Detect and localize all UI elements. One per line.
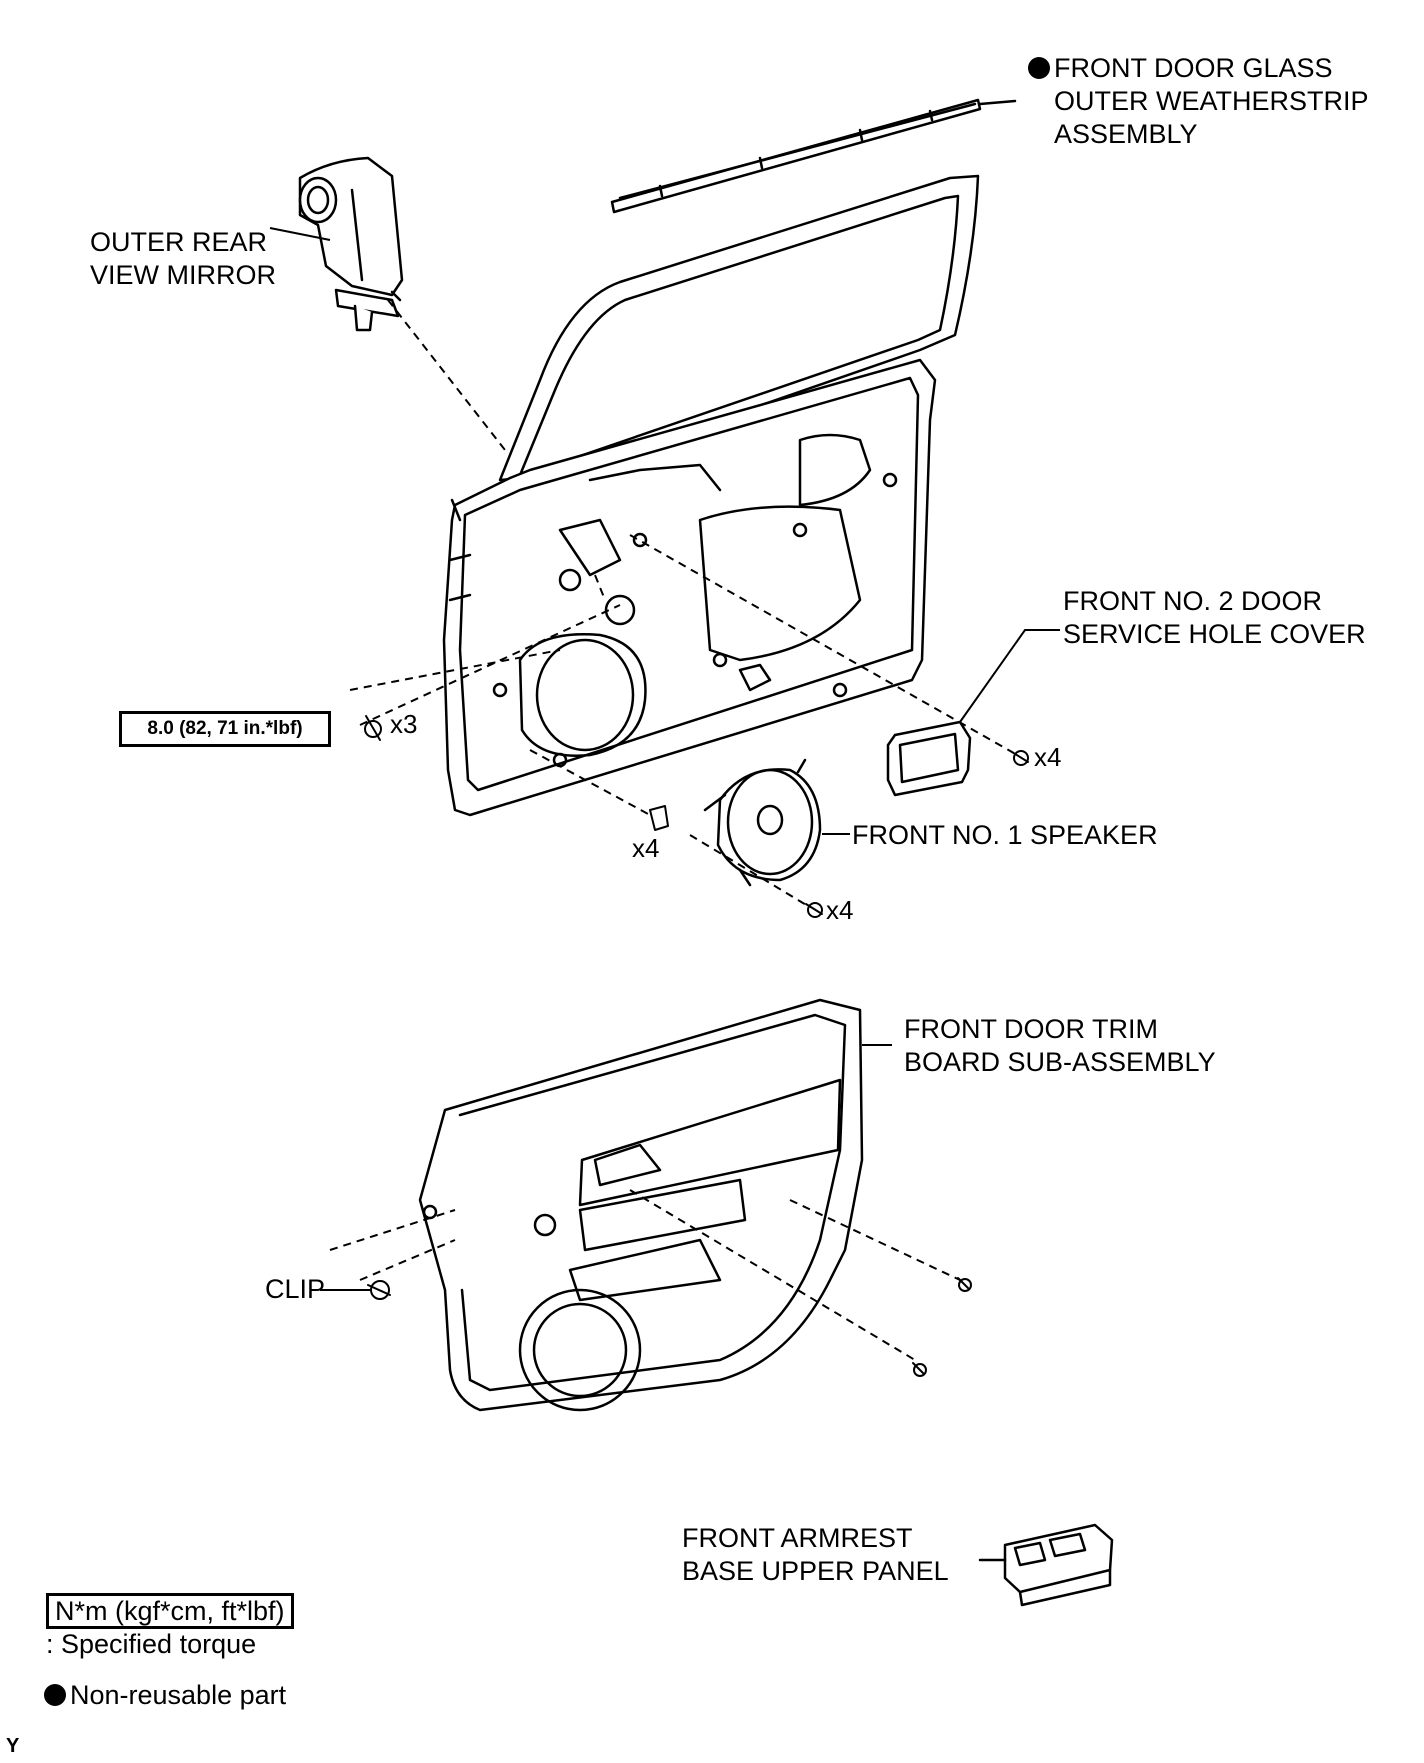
nonreusable-legend: Non-reusable part <box>44 1646 286 1712</box>
door-panel-part <box>442 174 980 817</box>
torque-legend: N*m (kgf*cm, ft*lbf) : Specified torque <box>46 1562 294 1661</box>
trim-board-label: FRONT DOOR TRIM BOARD SUB-ASSEMBLY <box>904 1014 1216 1077</box>
clip-label: CLIP <box>265 1274 326 1304</box>
corner-mark: Y <box>6 1735 20 1757</box>
weatherstrip-part <box>610 98 1017 214</box>
torque-spec-box: 8.0 (82, 71 in.*lbf) <box>119 711 331 747</box>
fasteners <box>364 715 1029 1377</box>
armrest-panel-label: FRONT ARMREST BASE UPPER PANEL <box>682 1523 949 1586</box>
torque-unit-box: N*m (kgf*cm, ft*lbf) <box>46 1593 294 1629</box>
nonreusable-legend-text: Non-reusable part <box>70 1680 287 1710</box>
service-hole-cover-label: FRONT NO. 2 DOOR SERVICE HOLE COVER <box>1063 586 1366 649</box>
mirror-label: OUTER REAR VIEW MIRROR <box>90 227 276 290</box>
speaker-part <box>703 758 822 887</box>
nonreusable-legend-dot-icon <box>44 1684 66 1706</box>
assembly-lines <box>329 299 1013 1361</box>
torque-legend-text: : Specified torque <box>46 1629 257 1659</box>
speaker-screw-qty: x4 <box>826 895 854 925</box>
speaker-clip-qty: x4 <box>632 833 660 863</box>
service-hole-cover-part <box>886 720 972 797</box>
weatherstrip-label: FRONT DOOR GLASS OUTER WEATHERSTRIP ASSE… <box>1028 52 1369 151</box>
leader-lines <box>269 227 1060 1291</box>
mirror-part <box>298 156 404 332</box>
trim-board-part <box>418 998 864 1412</box>
speaker-label: FRONT NO. 1 SPEAKER <box>852 820 1158 850</box>
nonreusable-dot-icon <box>1028 57 1050 79</box>
armrest-panel-part <box>978 1523 1114 1607</box>
cover-screw-qty: x4 <box>1034 742 1062 772</box>
mirror-bolt-qty: x3 <box>390 709 418 739</box>
weatherstrip-text: FRONT DOOR GLASS OUTER WEATHERSTRIP ASSE… <box>1054 53 1369 149</box>
